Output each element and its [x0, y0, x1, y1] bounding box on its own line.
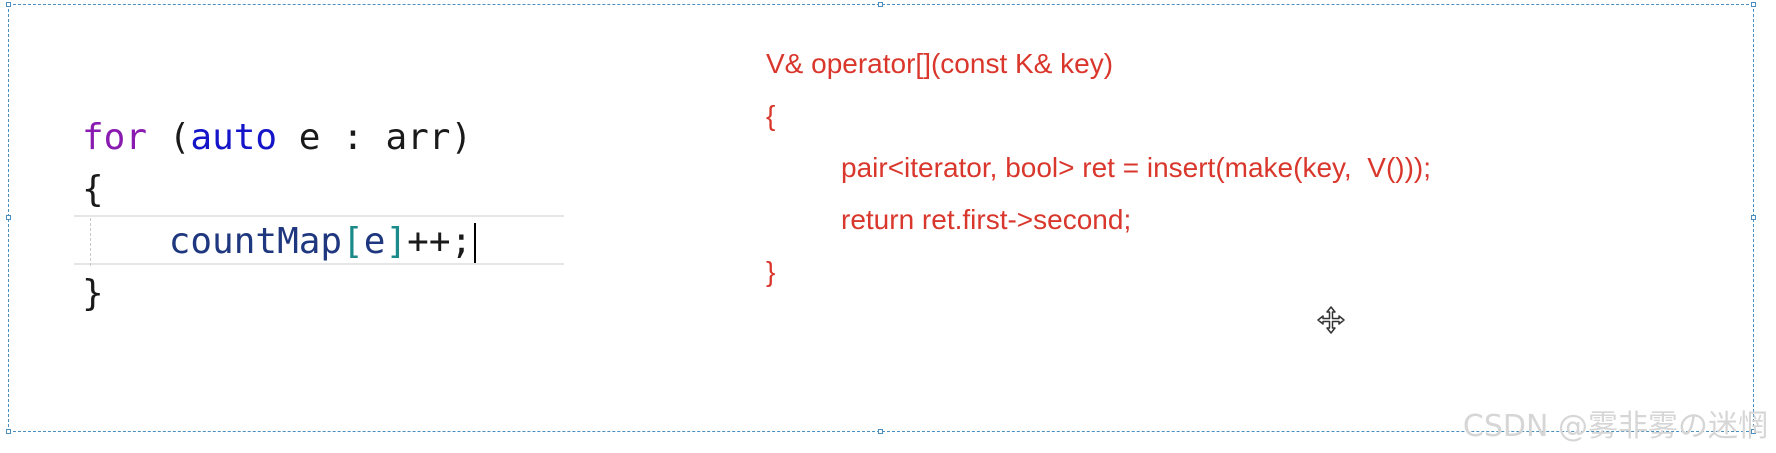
operator-signature: V& operator[](const K& key) [766, 48, 1114, 79]
resize-handle-top-center[interactable] [878, 2, 883, 7]
resize-handle-top-left[interactable] [6, 2, 11, 7]
indent-guide [90, 218, 91, 266]
code-line-for: for (auto e : arr) [82, 112, 476, 164]
right-code-block[interactable]: V& operator[](const K& key) { pair<itera… [766, 38, 1431, 298]
resize-handle-bottom-center[interactable] [878, 429, 883, 434]
return-statement: return ret.first->second; [841, 204, 1132, 235]
code-line-open-brace: { [82, 169, 104, 210]
csdn-watermark: CSDN @雾非雾の迷惘 [1462, 409, 1768, 444]
keyword-for: for [82, 117, 148, 158]
text-caret [474, 223, 477, 263]
left-code-block[interactable]: for (auto e : arr) { countMap[e]++; } [82, 112, 477, 320]
indent [82, 221, 169, 262]
code-line-close-brace: } [82, 273, 104, 314]
close-bracket: ] [385, 221, 408, 262]
code-line-body: countMap[e]++; [82, 216, 477, 268]
insert-statement: pair<iterator, bool> ret = insert(make(k… [841, 152, 1432, 183]
resize-handle-middle-right[interactable] [1751, 215, 1756, 220]
index-variable: e [363, 221, 386, 262]
loop-rest: e : arr) [277, 117, 473, 158]
resize-handle-bottom-left[interactable] [6, 429, 11, 434]
resize-handle-top-right[interactable] [1751, 2, 1756, 7]
open-bracket: [ [342, 221, 364, 262]
operator-open-brace: { [766, 100, 776, 131]
increment-suffix: ++; [407, 221, 473, 262]
resize-handle-middle-left[interactable] [6, 215, 11, 220]
move-cursor-icon [1316, 305, 1346, 335]
current-line-highlight [74, 215, 564, 265]
open-paren: ( [147, 117, 191, 158]
keyword-auto: auto [190, 117, 278, 158]
operator-close-brace: } [766, 256, 776, 287]
resize-handle-bottom-right[interactable] [1751, 429, 1756, 434]
identifier-countmap: countMap [168, 221, 343, 262]
